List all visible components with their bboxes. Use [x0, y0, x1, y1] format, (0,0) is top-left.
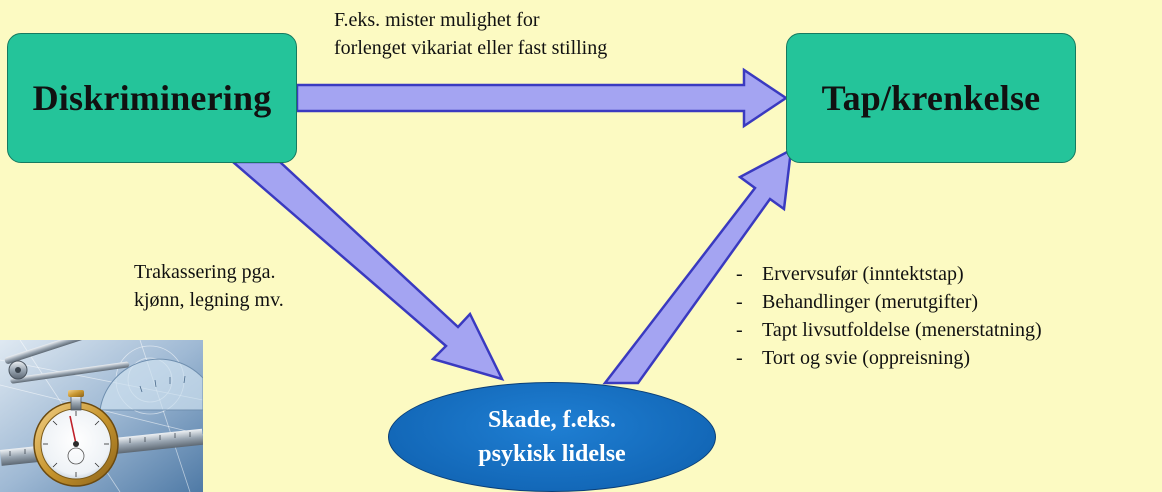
- consequences-list: - Ervervsufør (inntektstap) - Behandling…: [736, 260, 1042, 372]
- loss-label: Tap/krenkelse: [821, 78, 1041, 118]
- arrow-discrimination-to-injury: [229, 160, 505, 381]
- list-item-text: Ervervsufør (inntektstap): [762, 263, 964, 285]
- injury-label-line2: psykisk lidelse: [478, 441, 626, 467]
- top-arrow-caption: F.eks. mister mulighet for forlenget vik…: [334, 6, 607, 62]
- arrow-discrimination-to-loss: [295, 67, 789, 129]
- list-dash: -: [736, 291, 743, 313]
- list-item: - Tapt livsutfoldelse (menerstatning): [736, 316, 1042, 344]
- discrimination-box: Diskriminering: [7, 33, 297, 163]
- arrow-injury-to-loss: [602, 147, 793, 385]
- measuring-instruments-illustration: [0, 340, 203, 492]
- harassment-caption-line2: kjønn, legning mv.: [134, 289, 284, 311]
- harassment-caption: Trakassering pga. kjønn, legning mv.: [134, 258, 284, 314]
- top-caption-line1: F.eks. mister mulighet for: [334, 9, 540, 31]
- loss-box: Tap/krenkelse: [786, 33, 1076, 163]
- list-item-text: Behandlinger (merutgifter): [762, 291, 979, 313]
- list-dash: -: [736, 347, 743, 369]
- list-item: - Behandlinger (merutgifter): [736, 288, 1042, 316]
- harassment-caption-line1: Trakassering pga.: [134, 261, 276, 283]
- list-item-text: Tapt livsutfoldelse (menerstatning): [762, 319, 1042, 341]
- injury-ellipse: Skade, f.eks. psykisk lidelse: [388, 382, 716, 492]
- injury-label-line1: Skade, f.eks.: [487, 407, 617, 433]
- discrimination-label: Diskriminering: [32, 78, 272, 118]
- list-item: - Tort og svie (oppreisning): [736, 344, 1042, 372]
- top-caption-line2: forlenget vikariat eller fast stilling: [334, 37, 608, 59]
- list-item: - Ervervsufør (inntektstap): [736, 260, 1042, 288]
- list-item-text: Tort og svie (oppreisning): [762, 347, 971, 369]
- list-dash: -: [736, 319, 743, 341]
- list-dash: -: [736, 263, 743, 285]
- measuring-instruments-photo: [0, 340, 203, 492]
